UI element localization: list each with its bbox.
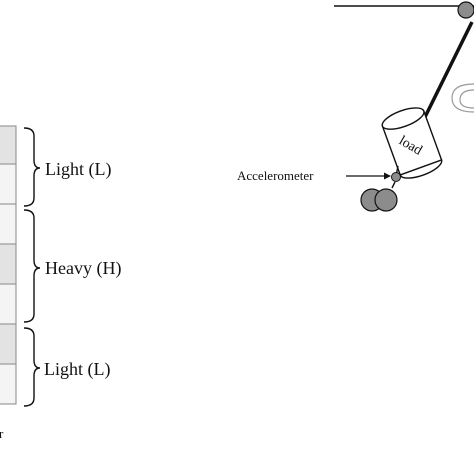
brace-group-2: Heavy (H): [23, 209, 121, 323]
swing-motion-arcs: [451, 83, 474, 113]
curly-brace: [23, 127, 41, 207]
accelerometer-sensor: [391, 172, 401, 182]
load-sequence-table: [0, 125, 17, 405]
table-cell: [0, 203, 17, 245]
accelerometer-label: Accelerometer: [237, 168, 314, 183]
table-cell: [0, 125, 17, 165]
accelerometer-stem: [391, 181, 396, 189]
curly-brace: [23, 327, 41, 407]
table-cell: [0, 363, 17, 405]
pivot: [457, 1, 474, 19]
brace-group-3: Light (L): [23, 327, 110, 407]
cut-off-label-fragment: r: [0, 426, 4, 441]
group-label-light-bottom: Light (L): [44, 359, 110, 380]
pendulum-rod: [423, 21, 474, 118]
table-cell: [0, 323, 17, 365]
table-cell: [0, 163, 17, 205]
pendulum-apparatus: load Accelerometer: [237, 1, 474, 212]
table-cell: [0, 283, 17, 325]
table-cell: [0, 243, 17, 285]
load-cylinder: load: [381, 107, 443, 179]
bob-right: [374, 188, 398, 212]
brace-group-1: Light (L): [23, 127, 111, 207]
group-label-light-top: Light (L): [45, 159, 111, 180]
group-label-heavy: Heavy (H): [45, 258, 121, 279]
curly-brace: [23, 209, 41, 323]
arrow-head-icon: [384, 172, 391, 180]
